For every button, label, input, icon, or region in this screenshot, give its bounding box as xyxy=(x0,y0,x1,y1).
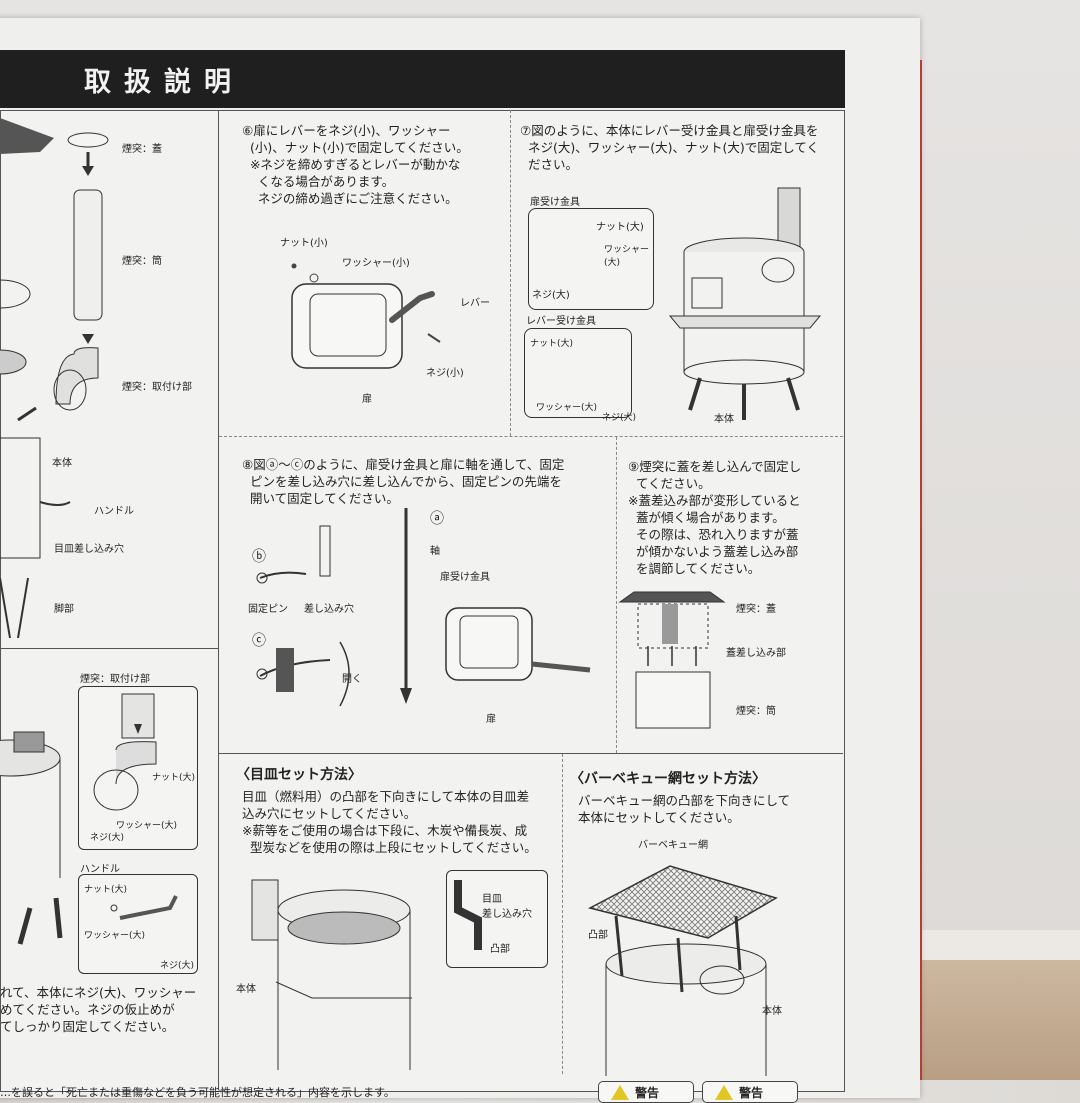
left-grate-hole-label: 目皿差し込み穴 xyxy=(54,544,124,555)
warning-badge-1: 警告 xyxy=(598,1081,694,1103)
grate-text: 目皿（燃料用）の凸部を下向きにして本体の目皿差 込み穴にセットしてください。 ※… xyxy=(242,789,537,855)
divider-left-row xyxy=(0,648,218,650)
step6-lever-label: レバー xyxy=(460,298,490,309)
divider-row1 xyxy=(219,436,843,438)
left-exploded-drawing xyxy=(0,118,109,639)
grate-hole-label: 目皿 差し込み穴 xyxy=(482,894,532,920)
bbq-title: 〈バーベキュー網セット方法〉 xyxy=(570,771,766,787)
step8-drawing xyxy=(256,508,591,707)
left-lower-mount-title: 煙突：取付け部 xyxy=(80,674,150,685)
warning-triangle-icon xyxy=(611,1085,629,1100)
bbq-drawing xyxy=(587,865,778,1076)
page-title: 取扱説明 xyxy=(84,67,244,98)
step7-screw2-label: ネジ(大) xyxy=(602,413,637,423)
grate-body-label: 本体 xyxy=(236,984,256,995)
bbq-text: バーベキュー網の凸部を下向きにして 本体にセットしてください。 xyxy=(578,793,791,825)
warning-label-1: 警告 xyxy=(635,1086,660,1100)
step8-bracket-label: 扉受け金具 xyxy=(440,572,490,583)
step8-b-label: ⓑ xyxy=(252,549,266,565)
step8-door-label: 扉 xyxy=(486,714,496,725)
step8-text: ⑧図ⓐ～ⓒのように、扉受け金具と扉に軸を通して、固定 ピンを差し込み穴に差し込ん… xyxy=(242,457,565,506)
step6-text: ⑥扉にレバーをネジ(小)、ワッシャー (小)、ナット(小)で固定してください。 … xyxy=(242,123,469,206)
step7-nut-label: ナット(大) xyxy=(596,222,644,233)
instruction-sheet: 取扱説明 ⑥扉にレバーをネジ(小)、ワッシャー (小)、ナット(小)で固定してく… xyxy=(0,18,920,1103)
step8-a-label: ⓐ xyxy=(430,511,444,527)
step9-lid-label: 煙突：蓋 xyxy=(736,604,776,615)
step7-body-label: 本体 xyxy=(714,414,734,425)
bbq-bump-label: 凸部 xyxy=(588,930,608,941)
left-lower-nut-label: ナット(大) xyxy=(152,773,196,783)
footer-text: …を誤ると「死亡または重傷などを負う可能性が想定される」内容を示します。 xyxy=(0,1086,395,1099)
step6-door-label: 扉 xyxy=(362,394,372,405)
step6-door-drawing xyxy=(291,263,441,369)
left-lower-handle-nut-label: ナット(大) xyxy=(84,885,128,895)
step8-axis-label: 軸 xyxy=(430,546,440,557)
step9-drawing xyxy=(618,591,726,729)
warning-label-2: 警告 xyxy=(739,1086,764,1100)
product-box: 取扱説明 ⑥扉にレバーをネジ(小)、ワッシャー (小)、ナット(小)で固定してく… xyxy=(0,18,920,1103)
warning-badge-2: 警告 xyxy=(702,1081,798,1103)
step6-screw-label: ネジ(小) xyxy=(426,368,464,379)
grate-title: 〈目皿セット方法〉 xyxy=(236,767,362,783)
step7-inset-top xyxy=(528,208,654,310)
grate-inset xyxy=(446,870,548,968)
left-lower-handle-title: ハンドル xyxy=(80,864,120,875)
left-lower-mount-drawing xyxy=(93,693,157,811)
left-mount-label: 煙突：取付け部 xyxy=(122,382,192,393)
step7-inset-bottom xyxy=(524,328,632,418)
step7-stove-drawing xyxy=(668,187,822,420)
bbq-net-label: バーベキュー網 xyxy=(638,840,708,851)
left-lower-screw-label: ネジ(大) xyxy=(90,833,125,843)
left-lower-handle-inset xyxy=(78,874,198,974)
divider-mid1 xyxy=(510,110,512,436)
step7-screw-label: ネジ(大) xyxy=(532,290,570,301)
left-lower-handle-drawing xyxy=(110,895,178,920)
left-leg-label: 脚部 xyxy=(54,604,74,615)
step7-lever-bracket-title: レバー受け金具 xyxy=(526,316,596,327)
grate-drawing xyxy=(251,879,412,1070)
grate-bump-label: 凸部 xyxy=(490,944,510,955)
step8-c-label: ⓒ xyxy=(252,633,266,649)
step9-text: ⑨煙突に蓋を差し込んで固定し てください。 ※蓋差込み部が変形していると 蓋が傾… xyxy=(628,459,802,576)
left-handle-label: ハンドル xyxy=(94,506,134,517)
step7-text: ⑦図のように、本体にレバー受け金具と扉受け金具を ネジ(大)、ワッシャー(大)、… xyxy=(520,123,819,172)
bbq-body-label: 本体 xyxy=(762,1006,782,1017)
divider-mid3 xyxy=(562,754,564,1074)
left-lower-handle-screw-label: ネジ(大) xyxy=(160,961,195,971)
step8-pin-label: 固定ピン xyxy=(248,604,288,615)
left-pipe-label: 煙突：筒 xyxy=(122,256,162,267)
step8-hole-label: 差し込み穴 xyxy=(304,604,354,615)
left-lower-handle-washer-label: ワッシャー(大) xyxy=(84,931,146,941)
step9-insert-label: 蓋差し込み部 xyxy=(726,648,786,659)
left-lid-label: 煙突：蓋 xyxy=(122,144,162,155)
step7-door-bracket-title: 扉受け金具 xyxy=(530,197,580,208)
header-bar: 取扱説明 xyxy=(0,50,845,108)
divider-mid2 xyxy=(616,437,618,753)
left-lower-text: れて、本体にネジ(大)、ワッシャー めてください。ネジの仮止めが てしっかり固定… xyxy=(0,985,197,1034)
divider-row2 xyxy=(219,753,843,755)
step6-nut-label: ナット(小) xyxy=(280,238,328,249)
step7-washer-label: ワッシャー (大) xyxy=(604,245,650,268)
grate-inset-drawing xyxy=(454,880,482,950)
step7-nut2-label: ナット(大) xyxy=(530,339,574,349)
left-lower-washer-label: ワッシャー(大) xyxy=(116,821,178,831)
left-lower-stove-drawing xyxy=(0,731,63,945)
warning-triangle-icon xyxy=(715,1085,733,1100)
divider-left xyxy=(218,110,219,1090)
step7-washer2-label: ワッシャー(大) xyxy=(536,403,598,413)
step6-washer-label: ワッシャー(小) xyxy=(342,258,410,269)
step8-open-label: 開く xyxy=(342,674,362,685)
left-body-label: 本体 xyxy=(52,458,72,469)
step9-pipe-label: 煙突：筒 xyxy=(736,706,776,717)
